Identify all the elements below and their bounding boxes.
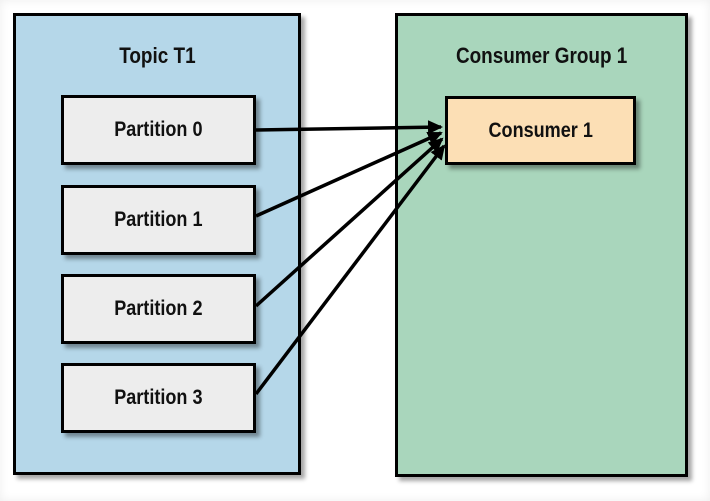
partition-0-label: Partition 0 — [114, 118, 203, 141]
consumer-group-title-label: Consumer Group 1 — [455, 43, 628, 68]
consumer-group-title: Consumer Group 1 — [398, 43, 685, 69]
partition-3-label: Partition 3 — [114, 386, 203, 409]
partition-2-node: Partition 2 — [61, 274, 256, 344]
consumer-group-1-container: Consumer Group 1 — [395, 13, 688, 477]
topic-title: Topic T1 — [16, 43, 298, 69]
partition-0-node: Partition 0 — [61, 95, 256, 165]
partition-3-node: Partition 3 — [61, 363, 256, 433]
partition-1-node: Partition 1 — [61, 185, 256, 255]
consumer-1-node: Consumer 1 — [445, 96, 636, 165]
partition-2-label: Partition 2 — [114, 297, 203, 320]
partition-1-label: Partition 1 — [114, 208, 203, 231]
consumer-1-label: Consumer 1 — [488, 118, 593, 142]
topic-title-label: Topic T1 — [118, 43, 196, 68]
